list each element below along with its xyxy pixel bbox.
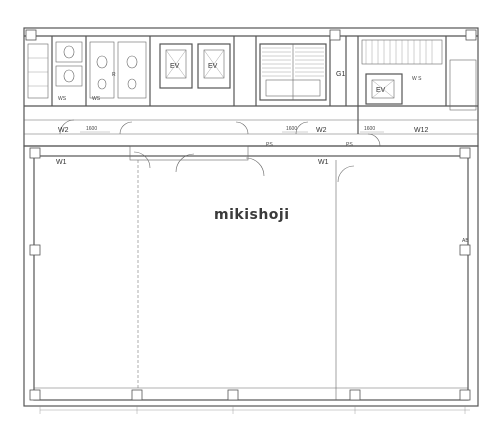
ab-label: AB <box>462 238 469 244</box>
w2-left-label: W2 <box>58 127 69 134</box>
w2-mid-label: W2 <box>316 127 327 134</box>
ws-label-2: WS <box>92 96 101 102</box>
staircase <box>259 43 327 101</box>
right-core <box>361 39 477 111</box>
ps-label-2: PS <box>346 142 353 148</box>
door-swings <box>59 119 381 183</box>
dimension-lines <box>39 131 470 414</box>
structural-columns <box>25 29 477 401</box>
ev-right-label: EV <box>208 63 218 70</box>
w1-mid-label: W1 <box>318 159 329 166</box>
dim-1600-c: 1600 <box>364 126 375 132</box>
w1-left-label: W1 <box>56 159 67 166</box>
r-label: R <box>112 72 116 78</box>
elevator-shafts <box>159 43 231 89</box>
toilet-area <box>27 41 147 99</box>
ws-right-label: W S <box>412 76 422 82</box>
g1-label: G1 <box>336 71 345 78</box>
ev-small-label: EV <box>376 87 386 94</box>
dim-1600-a: 1600 <box>86 126 97 132</box>
office-floor <box>23 145 479 407</box>
dim-1600-b: 1600 <box>286 126 297 132</box>
ps-label-1: PS <box>266 142 273 148</box>
ev-left-label: EV <box>170 63 180 70</box>
ws-label-1: WS <box>58 96 67 102</box>
watermark-text: mikishoji <box>214 207 290 223</box>
w12-label: W12 <box>414 127 429 134</box>
